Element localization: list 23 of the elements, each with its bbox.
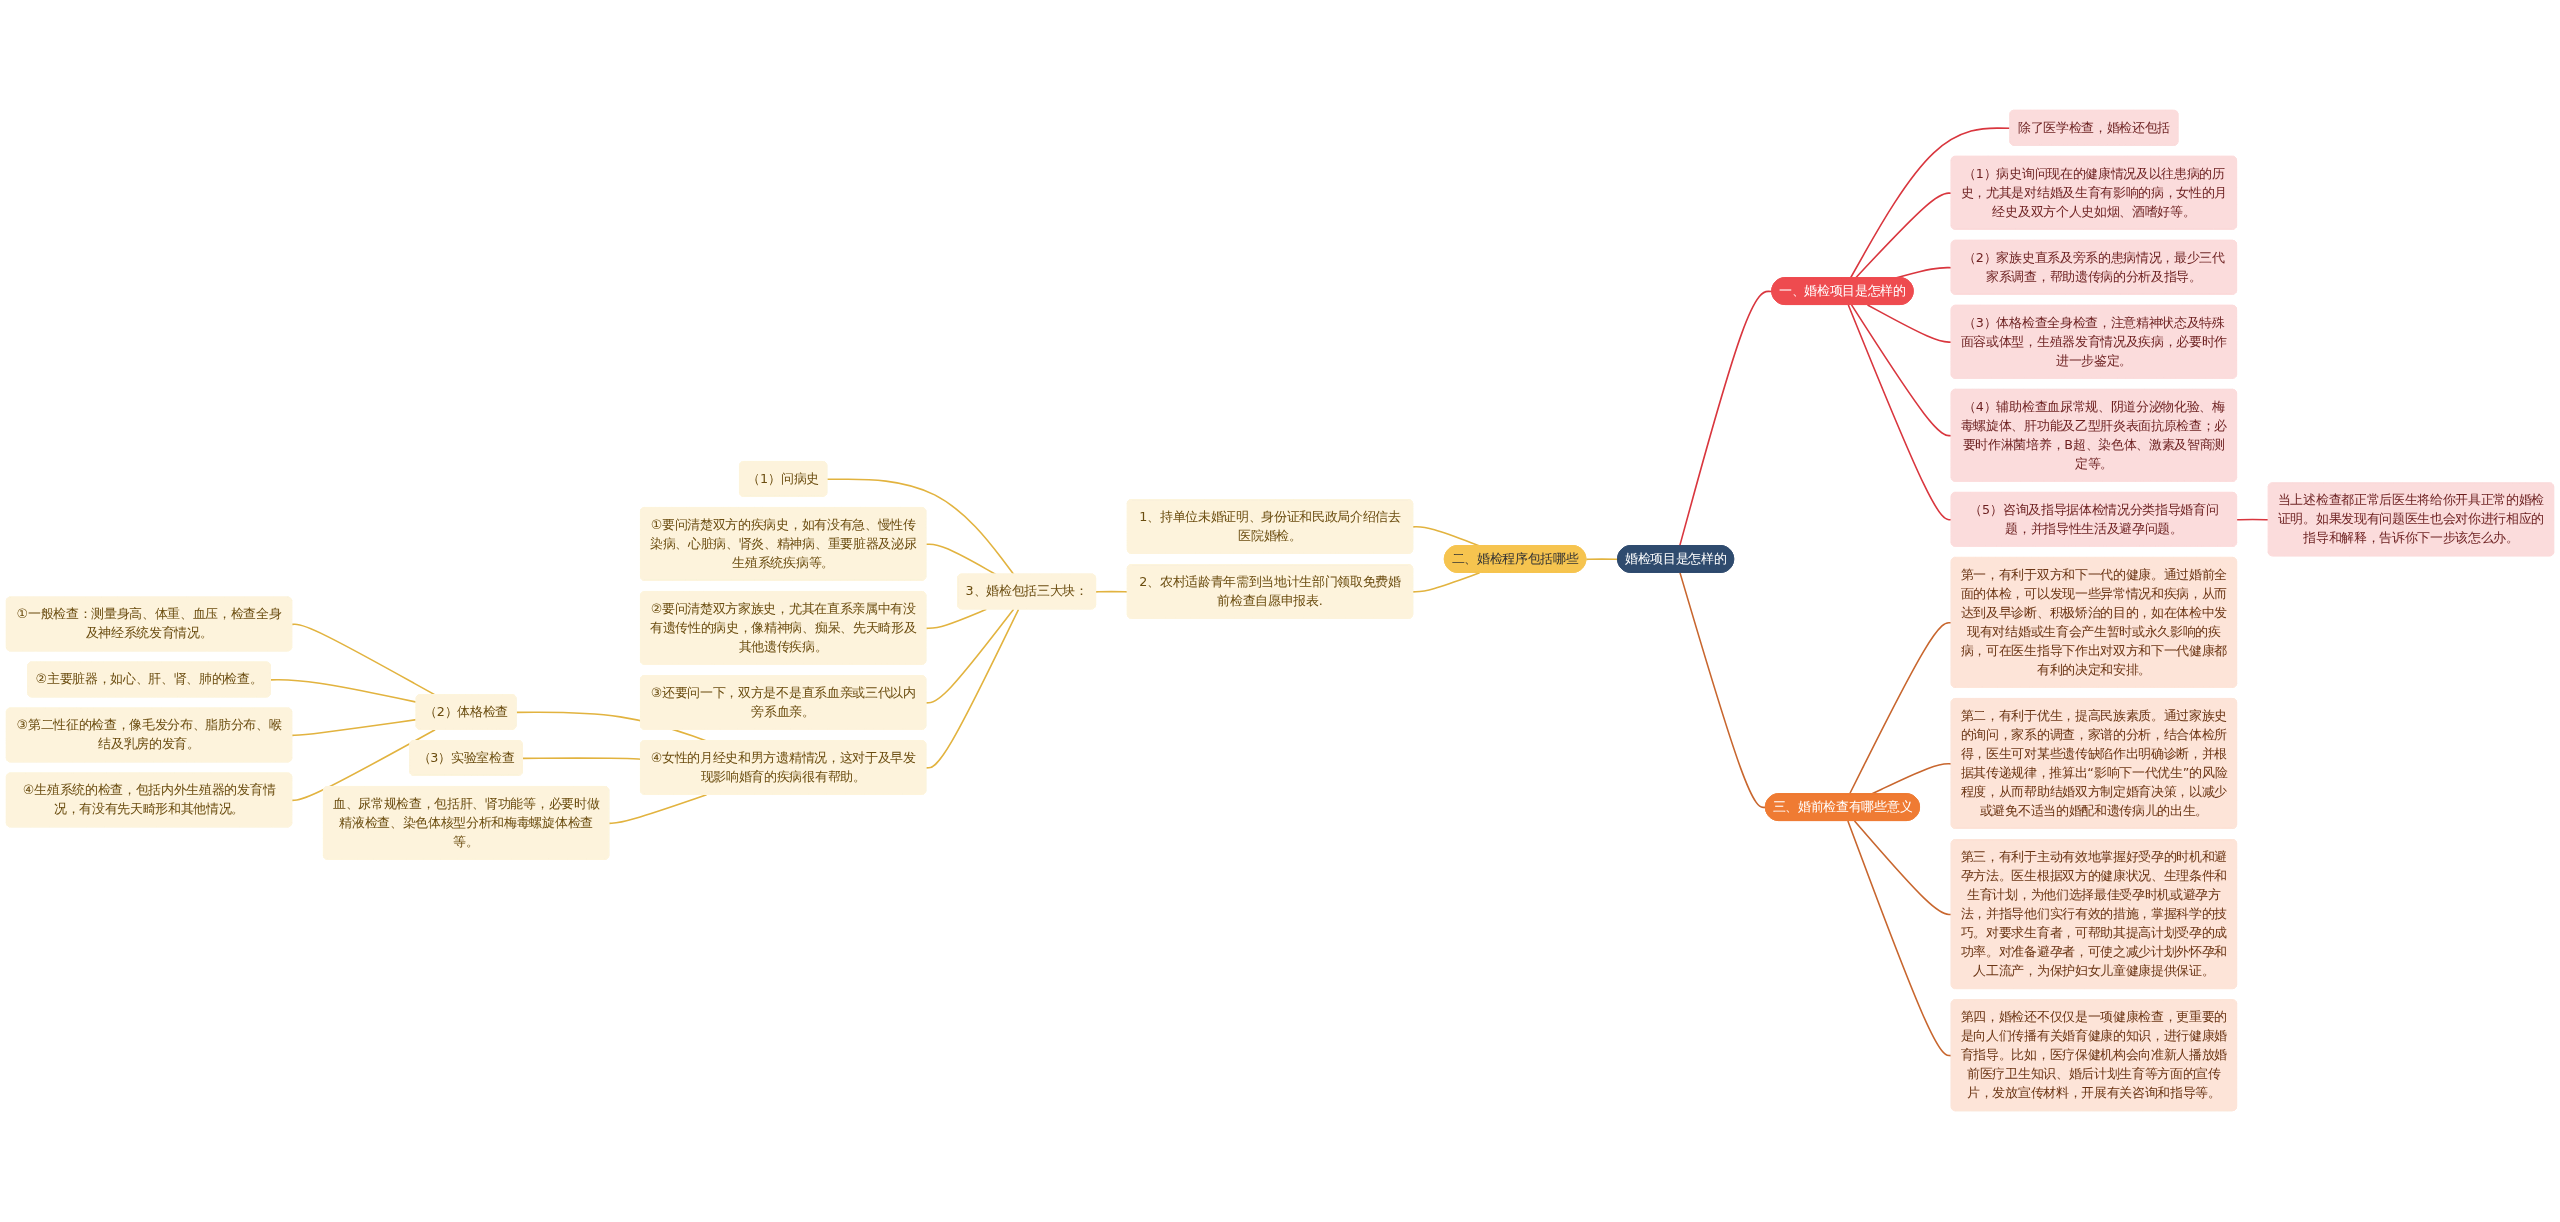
connector xyxy=(1847,820,1953,1057)
connector xyxy=(522,757,642,761)
connector xyxy=(2236,519,2270,522)
connector xyxy=(1853,820,1953,916)
connector xyxy=(1412,572,1481,594)
connector xyxy=(1847,304,1953,522)
connector xyxy=(925,609,1020,770)
connector xyxy=(1854,192,1953,280)
connector xyxy=(291,719,418,737)
connector xyxy=(1679,572,1767,809)
connector xyxy=(291,729,436,802)
connector xyxy=(1866,304,1953,344)
connector xyxy=(608,794,708,825)
connector xyxy=(826,478,1015,576)
connector xyxy=(1850,304,1953,437)
connector xyxy=(925,543,997,576)
connector xyxy=(1095,591,1129,594)
connector xyxy=(1870,763,1953,796)
connector xyxy=(1585,558,1619,561)
connector xyxy=(925,609,1015,705)
connector xyxy=(1848,622,1953,796)
connector xyxy=(270,679,418,704)
connector xyxy=(291,624,436,697)
